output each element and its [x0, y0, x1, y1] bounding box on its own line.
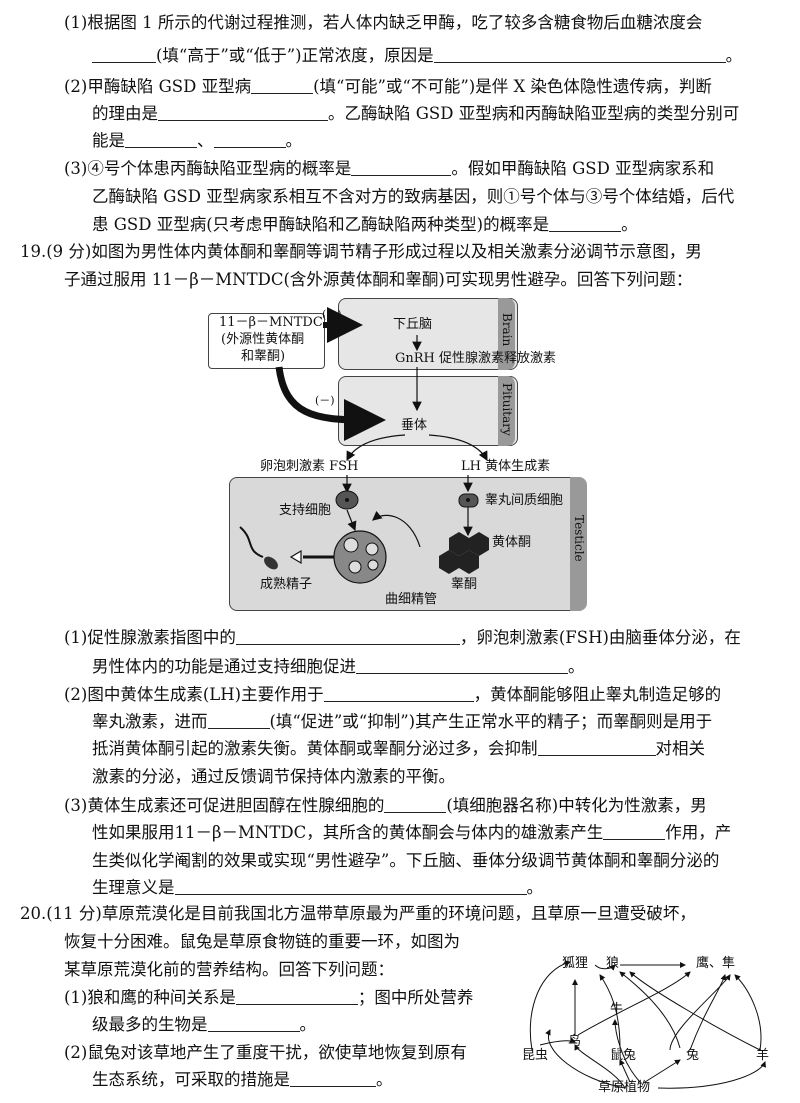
answer-blank[interactable]: [537, 738, 656, 756]
answer-blank[interactable]: [174, 877, 527, 895]
hypothalamus-label: 下丘脑: [393, 317, 433, 332]
answer-blank[interactable]: [207, 1014, 300, 1032]
answer-blank[interactable]: [290, 1069, 376, 1087]
inhibit-mark-1: (－): [322, 308, 342, 321]
fox-node: 狐狸: [562, 956, 589, 971]
answer-blank[interactable]: [207, 711, 270, 729]
brain-box: [338, 298, 518, 370]
q19-p3-line3: 生类似化学阉割的效果或实现“男性避孕”。下丘脑、垂体分级调节黄体酮和睾酮分泌的: [92, 851, 720, 870]
seminiferous-tubule: [333, 530, 387, 584]
answer-blank[interactable]: [384, 795, 447, 813]
testicle-box: [229, 477, 581, 611]
food-web-diagram: 狐狸 狼 鹰、隼 牛 鸟 昆虫 鼠兔 兔 羊 草原植物: [520, 950, 790, 1100]
answer-blank[interactable]: [433, 45, 726, 63]
sperm-icon: [239, 526, 278, 570]
plant-node: 草原植物: [598, 1080, 651, 1095]
tubule-label: 曲细精管: [385, 592, 438, 607]
q19-p2-line4: 激素的分泌，通过反馈调节保持体内激素的平衡。: [92, 767, 455, 786]
drug-label-line1: 11－β－MNTDC: [219, 315, 323, 330]
answer-blank[interactable]: [125, 130, 197, 148]
brain-side-tab: [498, 298, 515, 370]
q18-p2-line1: (2)甲酶缺陷 GSD 亚型病(填“可能”或“不可能”)是伴 X 染色体隐性遗传…: [64, 76, 712, 96]
q19-p3-line1: (3)黄体生成素还可促进胆固醇在性腺细胞的(填细胞器名称)中转化为性激素，男: [64, 795, 707, 815]
sperm-label: 成熟精子: [260, 577, 313, 592]
testosterone-label: 睾酮: [451, 577, 478, 592]
answer-blank[interactable]: [549, 214, 622, 232]
progesterone-label: 黄体酮: [492, 535, 532, 550]
answer-blank[interactable]: [251, 76, 314, 94]
insect-node: 昆虫: [522, 1048, 549, 1063]
q19-heading-line1: 19.(9 分)如图为男性体内黄体酮和睾酮等调节精子形成过程以及相关激素分泌调节…: [20, 242, 702, 261]
q20-p1-line1: (1)狼和鹰的种间关系是；图中所处营养: [64, 987, 474, 1007]
answer-blank[interactable]: [213, 130, 286, 148]
answer-blank[interactable]: [92, 45, 156, 63]
q18-p2-line3: 能是、。: [92, 130, 302, 150]
answer-blank[interactable]: [235, 987, 358, 1005]
testicle-side-tab: [570, 477, 587, 611]
lh-label: LH 黄体生成素: [461, 459, 551, 474]
food-web-arrows: [529, 960, 766, 1089]
q20-p1-line2: 级最多的生物是。: [92, 1014, 316, 1034]
bird-node: 鸟: [568, 1034, 582, 1049]
answer-blank[interactable]: [356, 656, 568, 674]
drug-label-line2: (外源性黄体酮: [221, 332, 305, 347]
sheep-node: 羊: [756, 1048, 770, 1063]
inhibit-mark-2: (－): [315, 394, 335, 407]
q19-p2-line3: 抵消黄体酮引起的激素失衡。黄体酮或睾酮分泌过多，会抑制对相关: [92, 738, 705, 758]
q18-p3-line2: 乙酶缺陷 GSD 亚型病家系相互不含对方的致病基因，则①号个体与③号个体结婚，后…: [92, 187, 735, 206]
q20-p2-line2: 生态系统，可采取的措施是。: [92, 1069, 393, 1089]
hare-node: 兔: [686, 1048, 700, 1063]
cattle-node: 牛: [610, 1002, 624, 1017]
q19-p3-line2: 性如果服用11－β－MNTDC，其所含的黄体酮会与体内的雄激素产生作用，产: [92, 822, 732, 842]
hormone-diagram: Brain Pituitary Testicle 11－β－MNTDC (外源性…: [205, 295, 600, 620]
gnrh-label: GnRH 促性腺激素释放激素: [395, 351, 557, 366]
q20-heading-line2: 恢复十分困难。鼠兔是草原食物链的重要一环，如图为: [64, 932, 460, 951]
sertoli-label: 支持细胞: [279, 503, 332, 518]
drug-to-pituitary-arrow: [275, 366, 386, 441]
pituitary-side-tab: [498, 376, 515, 446]
q18-p3-line1: (3)④号个体患丙酶缺陷亚型病的概率是。假如甲酶缺陷 GSD 亚型病家系和: [64, 158, 715, 178]
drug-box: [208, 313, 325, 369]
q18-p1-line1: (1)根据图 1 所示的代谢过程推测，若人体内缺乏甲酶，吃了较多含糖食物后血糖浓…: [64, 13, 703, 32]
answer-blank[interactable]: [158, 103, 328, 121]
leydig-label: 睾丸间质细胞: [485, 493, 564, 508]
diagram-arrows: [239, 307, 489, 584]
q19-p3-line4: 生理意义是。: [92, 877, 543, 897]
q20-heading-line3: 某草原荒漠化前的营养结构。回答下列问题：: [64, 960, 394, 979]
pituitary-cn-label: 垂体: [401, 418, 428, 433]
q19-p1-line2: 男性体内的功能是通过支持细胞促进。: [92, 656, 585, 676]
q18-p1-line2: (填“高于”或“低于”)正常浓度，原因是。: [92, 45, 742, 67]
q19-heading-line2: 子通过服用 11－β－MNTDC(含外源黄体酮和睾酮)可实现男性避孕。回答下列问…: [64, 270, 693, 289]
eagle-node: 鹰、隼: [696, 956, 736, 971]
q19-p2-line1: (2)图中黄体生成素(LH)主要作用于，黄体酮能够阻止睾丸制造足够的: [64, 684, 722, 704]
answer-blank[interactable]: [351, 158, 452, 176]
answer-blank[interactable]: [235, 627, 460, 645]
q20-p2-line1: (2)鼠兔对该草地产生了重度干扰，欲使草地恢复到原有: [64, 1043, 467, 1062]
steroid-molecule: [439, 532, 489, 574]
drug-label-line3: 和睾酮): [241, 349, 286, 364]
fsh-label: 卵泡刺激素 FSH: [260, 459, 359, 474]
q18-p2-line2: 的理由是。乙酶缺陷 GSD 亚型病和丙酶缺陷亚型病的类型分别可: [92, 103, 740, 123]
q18-p3-line3: 患 GSD 亚型病(只考虑甲酶缺陷和乙酶缺陷两种类型)的概率是。: [92, 214, 638, 234]
wolf-node: 狼: [606, 956, 620, 971]
pika-node: 鼠兔: [610, 1048, 637, 1063]
answer-blank[interactable]: [323, 684, 474, 702]
q20-heading-line1: 20.(11 分)草原荒漠化是目前我国北方温带草原最为严重的环境问题，且草原一旦…: [20, 904, 696, 923]
q19-p2-line2: 睾丸激素，进而(填“促进”或“抑制”)其产生正常水平的精子；而睾酮则是用于: [92, 711, 713, 731]
q19-p1-line1: (1)促性腺激素指图中的，卵泡刺激素(FSH)由脑垂体分泌，在: [64, 627, 741, 647]
answer-blank[interactable]: [603, 822, 666, 840]
